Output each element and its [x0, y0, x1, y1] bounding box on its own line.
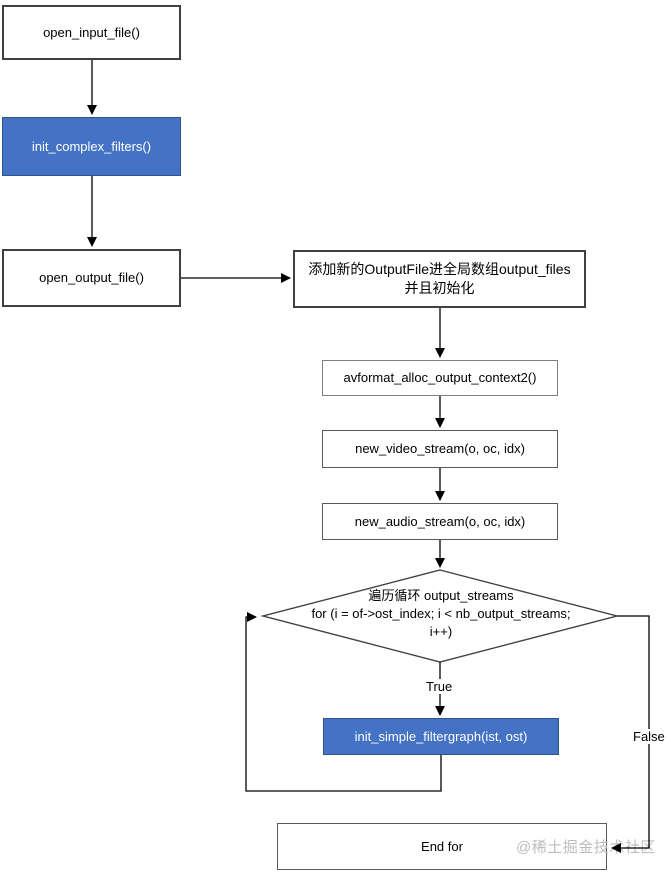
node-label: open_output_file() — [39, 270, 144, 286]
node-new-video-stream: new_video_stream(o, oc, idx) — [322, 430, 558, 468]
edge-label-true: True — [424, 679, 455, 694]
decision-line3: i++) — [429, 624, 453, 639]
node-label: init_complex_filters() — [31, 138, 152, 154]
node-label-line2: 并且初始化 — [404, 280, 475, 296]
node-open-output-file: open_output_file() — [2, 249, 181, 307]
node-init-simple-filtergraph: init_simple_filtergraph(ist, ost) — [323, 718, 559, 755]
node-end-for: End for — [277, 823, 607, 870]
decision-line1: 遍历循环 output_streams — [368, 588, 514, 603]
edge-label-false: False — [631, 729, 667, 744]
node-avformat-alloc-output-context2: avformat_alloc_output_context2() — [322, 360, 558, 396]
decision-diamond-text: 遍历循环 output_streams for (i = of->ost_ind… — [270, 587, 612, 641]
node-add-output-file: 添加新的OutputFile进全局数组output_files 并且初始化 — [293, 250, 586, 308]
node-label: avformat_alloc_output_context2() — [343, 370, 537, 386]
node-init-complex-filters: init_complex_filters() — [2, 117, 181, 176]
node-label-line1: 添加新的OutputFile进全局数组output_files — [308, 261, 571, 278]
node-label: new_audio_stream(o, oc, idx) — [354, 513, 526, 529]
node-label: End for — [421, 838, 463, 854]
node-new-audio-stream: new_audio_stream(o, oc, idx) — [322, 503, 558, 540]
connector-loop-back — [245, 612, 442, 792]
node-label: init_simple_filtergraph(ist, ost) — [354, 728, 528, 744]
decision-line2: for (i = of->ost_index; i < nb_output_st… — [311, 606, 571, 621]
node-open-input-file: open_input_file() — [2, 5, 181, 60]
node-label: new_video_stream(o, oc, idx) — [355, 441, 525, 457]
watermark-text: @稀土掘金技术社区 — [516, 839, 656, 856]
node-label: open_input_file() — [43, 24, 140, 40]
